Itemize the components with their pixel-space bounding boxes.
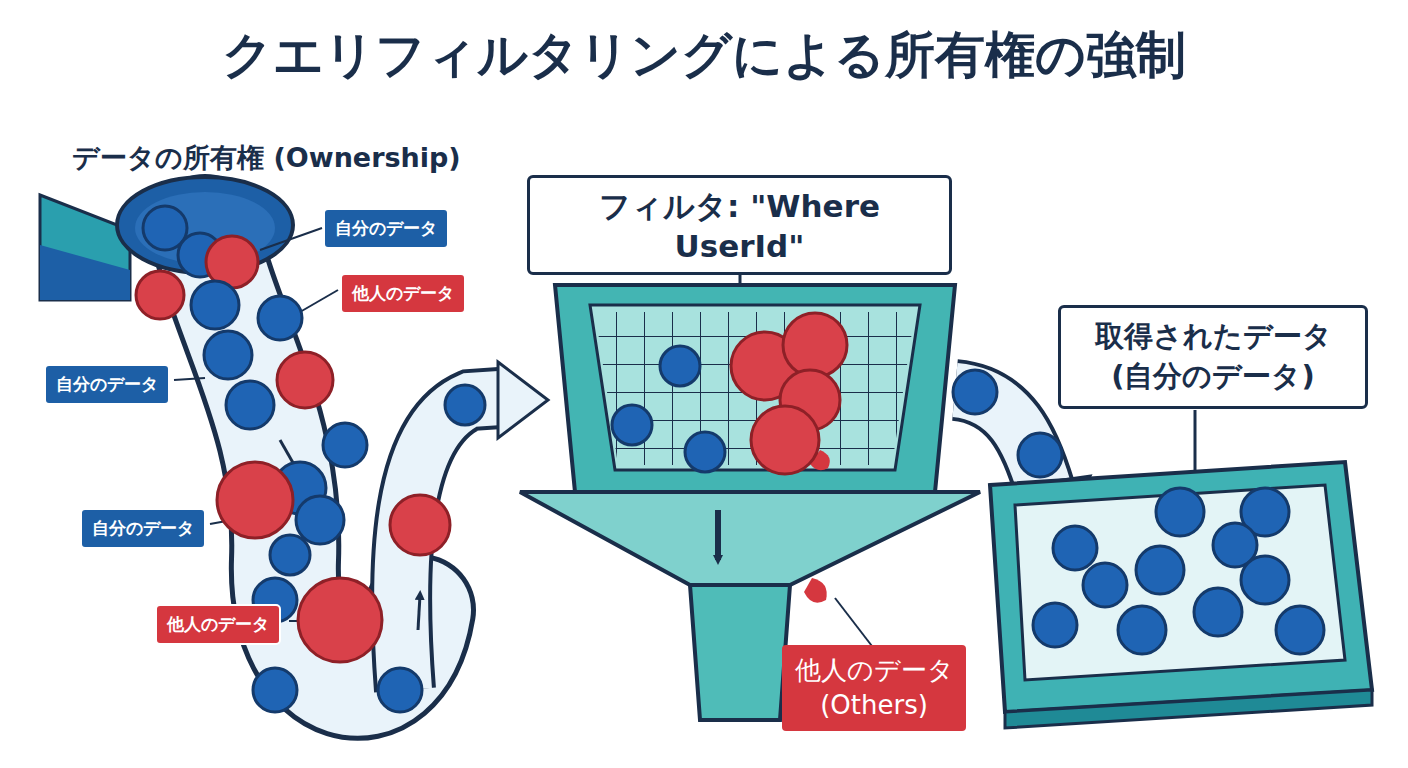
own-data-ball <box>204 331 252 379</box>
node-text: 取得されたデータ (自分のデータ) <box>1077 317 1349 397</box>
others-data-ball <box>390 495 450 555</box>
inlet <box>40 195 130 300</box>
data-tag: 自分のデータ <box>44 364 170 405</box>
data-tag: 他人のデータ <box>155 604 281 645</box>
own-data-ball <box>296 496 344 544</box>
others-data-ball <box>217 462 293 538</box>
own-data-ball <box>1053 526 1097 570</box>
node-text: 自分のデータ <box>92 517 194 540</box>
others-data-ball <box>298 578 382 662</box>
leader-line <box>1194 410 1197 470</box>
own-data-ball <box>612 405 652 445</box>
red-drip <box>804 578 827 603</box>
own-data-ball <box>685 432 725 472</box>
data-tag: 他人のデータ <box>340 273 466 314</box>
own-data-ball <box>1276 606 1324 654</box>
title: クエリフィルタリングによる所有権の強制 <box>0 22 1408 89</box>
own-data-ball <box>226 381 274 429</box>
own-data-ball <box>1241 556 1289 604</box>
others-data-ball <box>277 352 333 408</box>
section-heading: データの所有権 (Ownership) <box>72 140 461 176</box>
funnel-body <box>555 285 955 492</box>
leader-line <box>260 228 322 250</box>
own-data-ball <box>258 296 302 340</box>
node-text: 他人のデータ <box>352 282 454 305</box>
own-data-ball <box>1083 563 1127 607</box>
funnel-spout <box>690 585 790 720</box>
others-box: 他人のデータ (Others) <box>782 645 966 731</box>
node-text: 他人のデータ (Others) <box>794 653 954 723</box>
node-text: 自分のデータ <box>335 217 437 240</box>
leader-line <box>835 598 875 650</box>
own-data-ball <box>1194 588 1242 636</box>
own-data-ball <box>953 370 997 414</box>
data-tag: 自分のデータ <box>80 508 206 549</box>
tray <box>990 462 1372 712</box>
filter-label-box: フィルタ: "Where UserId" <box>527 175 952 275</box>
own-data-ball <box>323 423 367 467</box>
funnel-cone <box>520 492 980 585</box>
node-text: フィルタ: "Where UserId" <box>546 186 933 264</box>
leader-line <box>174 378 205 380</box>
own-data-ball <box>253 668 297 712</box>
own-data-ball <box>660 346 700 386</box>
others-data-ball <box>136 271 184 319</box>
own-data-ball <box>1033 603 1077 647</box>
own-data-ball <box>378 668 422 712</box>
down-arrow <box>715 510 721 560</box>
own-data-ball <box>1118 606 1166 654</box>
others-data-ball <box>783 313 847 377</box>
inlet-shade <box>40 245 130 300</box>
tray-inner <box>1015 485 1345 680</box>
data-tag: 自分のデータ <box>323 208 449 249</box>
node-text: 他人のデータ <box>167 613 269 636</box>
leader-line <box>300 290 338 312</box>
own-data-ball <box>191 281 239 329</box>
own-data-ball <box>270 535 310 575</box>
node-text: 自分のデータ <box>56 373 158 396</box>
own-data-ball <box>1018 433 1062 477</box>
result-label-box: 取得されたデータ (自分のデータ) <box>1058 305 1368 409</box>
flow-arrowhead <box>498 362 548 438</box>
others-data-ball <box>751 406 819 474</box>
own-data-ball <box>1156 488 1204 536</box>
own-data-ball <box>1136 546 1184 594</box>
own-data-ball <box>445 385 485 425</box>
flow-mark <box>418 595 420 630</box>
tray-base <box>1005 690 1372 728</box>
